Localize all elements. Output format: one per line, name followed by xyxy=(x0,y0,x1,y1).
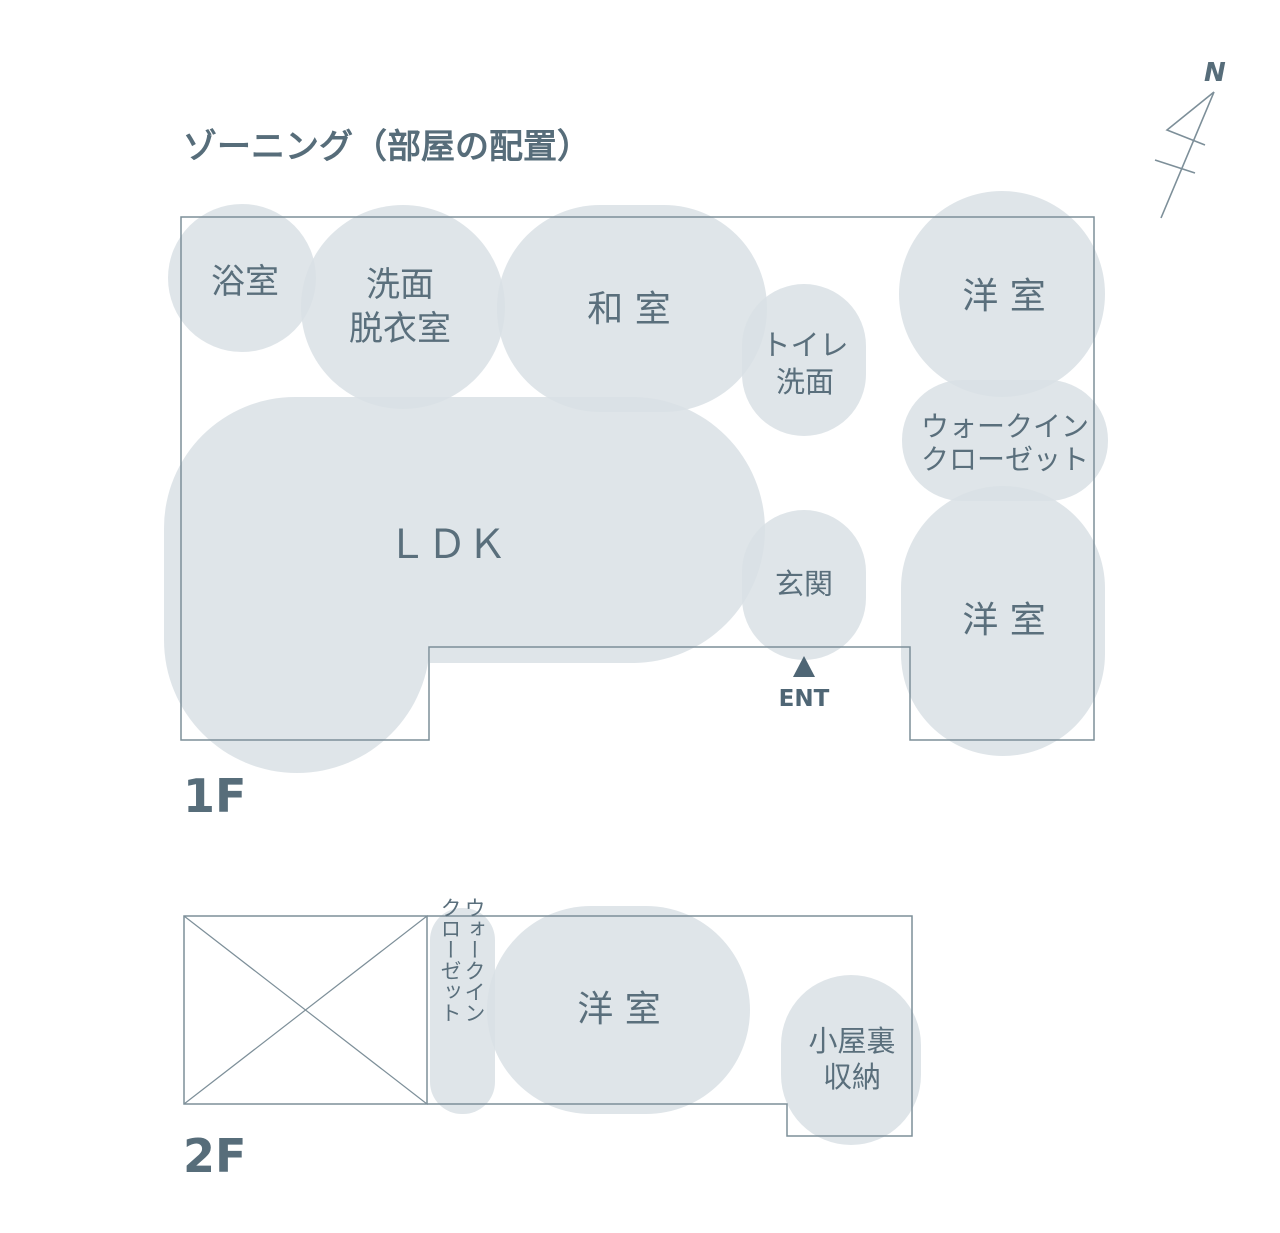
zone-washroom xyxy=(301,205,505,409)
room-label-western-room-south: 洋 室 xyxy=(962,600,1045,641)
room-label-washroom-line1: 洗面 xyxy=(366,265,434,305)
room-label-walkin-2f-col1: ウォークイン xyxy=(462,897,486,1023)
floor-1-label: 1F xyxy=(183,769,246,823)
room-label-attic-line2: 収納 xyxy=(823,1060,881,1094)
zone-genkan xyxy=(742,510,866,660)
zone-walkin-closet-2f xyxy=(430,908,495,1114)
room-label-ldk: ＬＤＫ xyxy=(387,522,507,568)
room-label-walkin-line2: クローゼット xyxy=(921,443,1089,476)
room-label-bath: 浴室 xyxy=(211,262,279,302)
zone-bath xyxy=(168,204,316,352)
room-label-washroom-line2: 脱衣室 xyxy=(349,309,451,349)
zone-western-room-north xyxy=(899,191,1105,397)
room-label-attic-line1: 小屋裏 xyxy=(808,1024,895,1058)
room-label-walkin-line1: ウォークイン xyxy=(921,410,1089,443)
zone-western-room-2f xyxy=(487,906,750,1114)
zone-walkin-closet xyxy=(902,380,1108,501)
floor-1-plan: 浴室 洗面 脱衣室 和 室 トイレ 洗面 洋 室 ウォークイン クローゼット Ｌ… xyxy=(164,191,1108,823)
zone-toilet xyxy=(742,284,866,436)
entrance-label: ENT xyxy=(779,686,830,712)
floor-2-zones xyxy=(430,906,921,1145)
room-label-western-room-2f: 洋 室 xyxy=(577,989,660,1030)
zone-attic-storage xyxy=(781,975,921,1145)
page-title: ゾーニング（部屋の配置） xyxy=(183,127,591,167)
floor-1-outline xyxy=(180,216,1095,741)
room-label-toilet-line1: トイレ xyxy=(761,328,848,362)
floor-2-plan: ウォークイン クローゼット 洋 室 小屋裏 収納 2F xyxy=(183,897,921,1183)
floor-2-outline xyxy=(427,915,913,1137)
room-label-genkan: 玄関 xyxy=(775,567,833,601)
room-label-japanese-room: 和 室 xyxy=(587,289,670,330)
zone-western-room-south xyxy=(901,486,1105,756)
north-arrow-icon: N xyxy=(1154,58,1226,219)
floor-1-zones xyxy=(164,191,1108,773)
room-label-western-room-north: 洋 室 xyxy=(962,276,1045,317)
floor-2-label: 2F xyxy=(183,1129,246,1183)
zone-japanese-room xyxy=(497,205,767,412)
room-label-walkin-2f-col2: クローゼット xyxy=(438,897,462,1023)
zone-ldk xyxy=(164,397,765,773)
entrance-arrow-icon xyxy=(793,656,815,677)
room-label-toilet-line2: 洗面 xyxy=(776,365,834,399)
compass-label: N xyxy=(1204,58,1226,88)
void-atrium xyxy=(183,915,428,1105)
